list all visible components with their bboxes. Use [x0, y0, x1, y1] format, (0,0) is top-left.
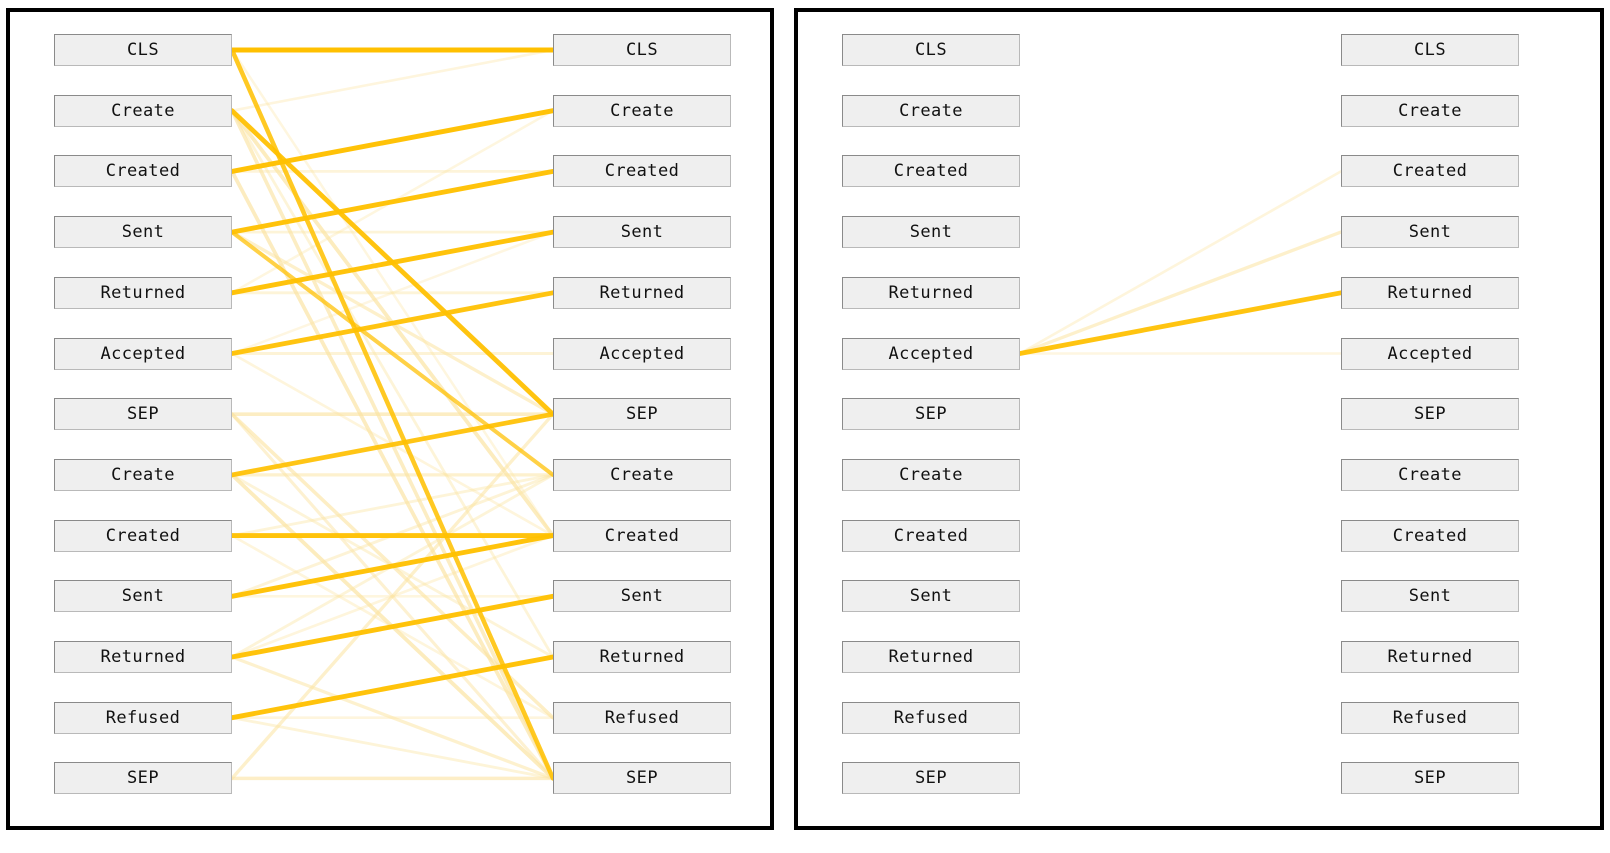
attention-edge: [230, 412, 555, 781]
token-box-sep[interactable]: SEP: [54, 398, 232, 431]
token-box-returned[interactable]: Returned: [54, 276, 232, 309]
token-box-sep[interactable]: SEP: [1341, 398, 1519, 431]
token-box-cls[interactable]: CLS: [553, 34, 731, 66]
token-box-created[interactable]: Created: [553, 519, 731, 552]
token-box-refused[interactable]: Refused: [54, 701, 232, 734]
token-box-returned[interactable]: Returned: [553, 276, 731, 309]
token-box-sent[interactable]: Sent: [1341, 216, 1519, 249]
attention-edge: [230, 108, 555, 538]
token-box-returned[interactable]: Returned: [54, 641, 232, 673]
attention-edge: [229, 593, 556, 660]
token-box-sent[interactable]: Sent: [54, 216, 232, 249]
attention-edge: [230, 108, 555, 781]
attention-edge: [230, 473, 555, 659]
token-box-sent[interactable]: Sent: [842, 216, 1020, 249]
attention-edge: [229, 108, 556, 174]
attention-edge: [229, 654, 556, 721]
token-box-refused[interactable]: Refused: [842, 701, 1020, 734]
attention-edge: [230, 473, 555, 598]
token-box-returned[interactable]: Returned: [1341, 641, 1519, 673]
token-box-create[interactable]: Create: [1341, 458, 1519, 491]
token-box-accepted[interactable]: Accepted: [1341, 337, 1519, 370]
token-box-cls[interactable]: CLS: [842, 34, 1020, 66]
token-box-sep[interactable]: SEP: [1341, 762, 1519, 795]
token-box-created[interactable]: Created: [1341, 519, 1519, 552]
attention-edge: [230, 655, 555, 781]
attention-edge: [230, 109, 555, 295]
token-box-created[interactable]: Created: [553, 155, 731, 188]
attention-edge: [1018, 230, 1343, 356]
token-box-created[interactable]: Created: [842, 155, 1020, 188]
attention-edge: [230, 534, 555, 720]
attention-edge: [1018, 170, 1343, 355]
attention-edge: [230, 352, 555, 537]
token-box-sep[interactable]: SEP: [54, 762, 232, 795]
attention-edge: [230, 473, 555, 538]
token-box-accepted[interactable]: Accepted: [553, 337, 731, 370]
token-box-create[interactable]: Create: [54, 94, 232, 127]
token-box-returned[interactable]: Returned: [842, 276, 1020, 309]
attention-edge: [230, 230, 555, 416]
token-box-create[interactable]: Create: [842, 458, 1020, 491]
attention-edge: [230, 473, 555, 659]
attention-edge: [229, 411, 556, 478]
attention-edge: [230, 48, 555, 113]
attention-edge: [229, 230, 556, 477]
token-box-sent[interactable]: Sent: [553, 216, 731, 249]
attention-edge: [229, 229, 556, 296]
token-box-created[interactable]: Created: [54, 155, 232, 188]
token-box-created[interactable]: Created: [54, 519, 232, 552]
attention-edge: [230, 412, 555, 720]
attention-edge: [230, 472, 555, 781]
attention-edge: [229, 108, 556, 417]
attention-edge: [229, 47, 556, 781]
attention-edge: [230, 109, 555, 659]
token-box-sent[interactable]: Sent: [1341, 580, 1519, 613]
token-box-returned[interactable]: Returned: [1341, 276, 1519, 309]
attention-edge: [230, 716, 555, 780]
attention-edge: [230, 412, 555, 780]
token-box-created[interactable]: Created: [842, 519, 1020, 552]
token-box-refused[interactable]: Refused: [553, 701, 731, 734]
token-box-returned[interactable]: Returned: [842, 641, 1020, 673]
token-box-create[interactable]: Create: [553, 458, 731, 491]
attention-edge: [229, 290, 556, 356]
token-box-sent[interactable]: Sent: [553, 580, 731, 613]
token-box-sep[interactable]: SEP: [842, 762, 1020, 795]
attention-edge: [1017, 290, 1344, 356]
token-box-accepted[interactable]: Accepted: [842, 337, 1020, 370]
token-box-create[interactable]: Create: [1341, 94, 1519, 127]
token-box-create[interactable]: Create: [553, 94, 731, 127]
attention-edge: [230, 534, 555, 659]
token-box-create[interactable]: Create: [842, 94, 1020, 127]
token-box-create[interactable]: Create: [54, 458, 232, 491]
attention-edge: [230, 169, 555, 781]
token-box-accepted[interactable]: Accepted: [54, 337, 232, 370]
attention-edge: [229, 168, 556, 235]
attention-edge: [229, 533, 556, 599]
token-box-returned[interactable]: Returned: [553, 641, 731, 673]
token-box-sep[interactable]: SEP: [553, 398, 731, 431]
token-box-cls[interactable]: CLS: [1341, 34, 1519, 66]
attention-edge: [230, 230, 555, 355]
token-box-sent[interactable]: Sent: [842, 580, 1020, 613]
token-box-cls[interactable]: CLS: [54, 34, 232, 66]
attention-edge: [230, 48, 555, 537]
token-box-sep[interactable]: SEP: [553, 762, 731, 795]
token-box-sent[interactable]: Sent: [54, 580, 232, 613]
token-box-sep[interactable]: SEP: [842, 398, 1020, 431]
token-box-created[interactable]: Created: [1341, 155, 1519, 188]
token-box-refused[interactable]: Refused: [1341, 701, 1519, 734]
